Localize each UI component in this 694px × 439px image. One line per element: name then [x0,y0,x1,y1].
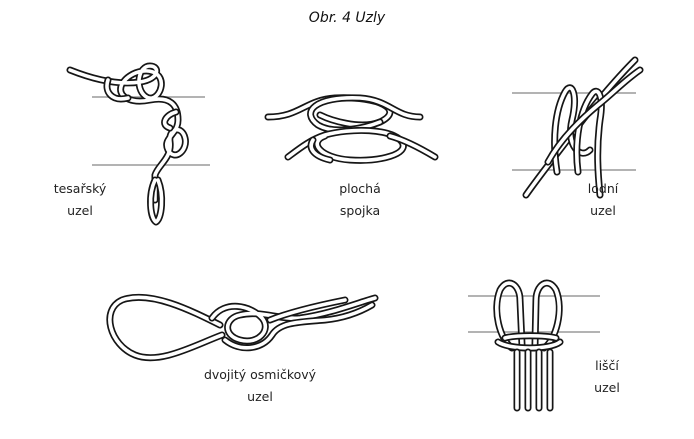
label-plocha: plochá spojka [325,178,395,222]
knot-lodni-drawing [512,56,644,199]
label-line: uzel [594,380,620,395]
rope-drawing [66,62,189,226]
label-line: plochá [339,181,381,196]
rope-drawing [522,56,644,199]
label-tesarsky: tesařský uzel [48,178,112,222]
label-lisci: liščí uzel [585,355,629,399]
figure-title: Obr. 4 Uzly [308,10,386,26]
rope-drawing [493,279,564,412]
label-dvojity: dvojitý osmičkový uzel [200,364,320,408]
label-line: uzel [247,389,273,404]
knot-tesarsky-drawing [66,62,210,226]
rope-drawing [106,293,379,362]
label-line: uzel [67,203,93,218]
knot-lisci-drawing [468,279,600,412]
knot-plocha-drawing [264,94,439,164]
label-line: uzel [590,203,616,218]
label-lodni: lodní uzel [578,178,628,222]
label-line: tesařský [53,181,107,196]
label-line: liščí [595,358,619,373]
label-line: spojka [339,203,381,218]
label-line: lodní [587,181,619,196]
label-line: dvojitý osmičkový [203,367,317,382]
knot-dvojity-drawing [106,293,379,362]
rope-drawing [264,94,439,164]
